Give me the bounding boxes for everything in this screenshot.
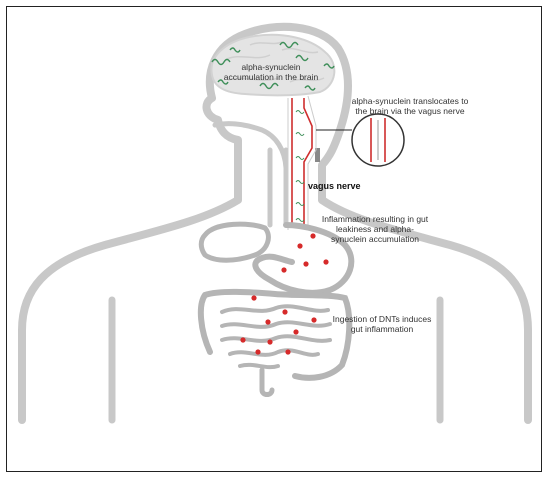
rectum [259,367,275,397]
nasal-cavity [212,121,289,171]
esophagus [267,147,289,228]
vagus-nerve-outline [287,95,317,230]
red-dot [251,295,257,301]
body-silhouette [18,22,532,424]
red-dot [297,243,303,249]
red-dot [293,329,299,335]
red-dot [265,319,271,325]
vagus-nerve-right [303,98,313,228]
brain-folds [224,41,325,83]
red-dot [255,349,261,355]
brain-synuclein-marks [211,41,335,91]
label-translocation: alpha-synuclein translocates to the brai… [351,96,469,116]
red-dot [311,317,317,323]
label-ingestion: Ingestion of DNTs induces gut inflammati… [332,314,432,334]
red-dot [267,339,273,345]
red-dot [310,233,316,239]
red-dot [303,261,309,267]
liver [198,221,271,263]
neck-marker [315,148,320,162]
inflammation-dots [240,233,329,355]
label-inflammation: Inflammation resulting in gut leakiness … [321,214,429,244]
red-dot [281,267,287,273]
red-dot [323,259,329,265]
small-intestine [220,304,332,370]
nerve-synuclein-marks [295,110,305,222]
red-dot [282,309,288,315]
label-brain-accumulation: alpha-synuclein accumulation in the brai… [223,62,319,82]
label-vagus-nerve: vagus nerve [308,181,361,191]
red-dot [240,337,246,343]
large-intestine [197,288,353,381]
red-dot [285,349,291,355]
